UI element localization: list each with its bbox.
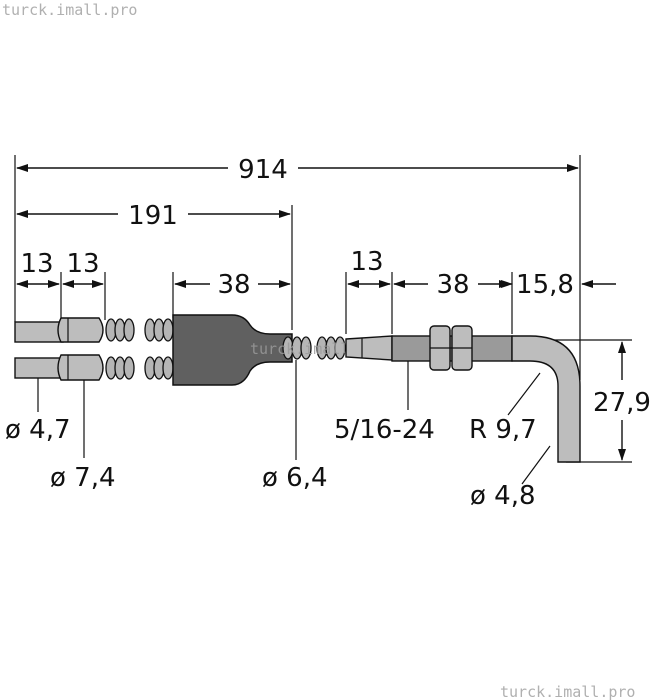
dim-bend-offset-label: 15,8 [516, 270, 574, 300]
callout-cable-diameter: ø 6,4 [262, 463, 328, 493]
dim-ferrule-label: 13 [350, 247, 383, 277]
dim-thread-label: 38 [436, 270, 469, 300]
callout-thread: 5/16-24 [334, 415, 435, 445]
callout-sleeve-diameter: ø 7,4 [50, 463, 116, 493]
dim-bend-offset: 15,8 [501, 270, 616, 300]
watermark-top-left: turck.imall.pro [2, 1, 137, 19]
dim-overall: 914 [16, 155, 579, 185]
dim-tip-a-label: 13 [20, 249, 53, 279]
dim-bend-height-label: 27,9 [593, 388, 651, 418]
callout-probe-diameter: ø 4,8 [470, 481, 536, 511]
dim-overall-label: 914 [238, 155, 288, 185]
callout-bend-radius: R 9,7 [469, 415, 537, 445]
dim-sleeve: 38 [174, 270, 291, 300]
dim-split-label: 191 [128, 201, 178, 231]
splitter-sleeve [172, 314, 293, 386]
extension-lines [14, 155, 632, 463]
dim-ferrule: 13 [347, 247, 391, 288]
dim-split: 191 [16, 201, 291, 231]
armored-jacket-left [105, 318, 174, 380]
callout-tip-diameter: ø 4,7 [5, 415, 71, 445]
callout-leaders [37, 360, 551, 485]
dim-sleeve-label: 38 [217, 270, 250, 300]
fiber-tips [14, 317, 104, 381]
sensor-head [345, 325, 581, 463]
dim-tip-b-label: 13 [66, 249, 99, 279]
dim-bend-height: 27,9 [593, 341, 651, 461]
watermark-bottom-right: turck.imall.pro [500, 683, 635, 700]
armored-jacket-middle [282, 336, 346, 360]
dim-tips: 13 13 [16, 249, 104, 288]
dim-thread: 38 [393, 270, 511, 300]
